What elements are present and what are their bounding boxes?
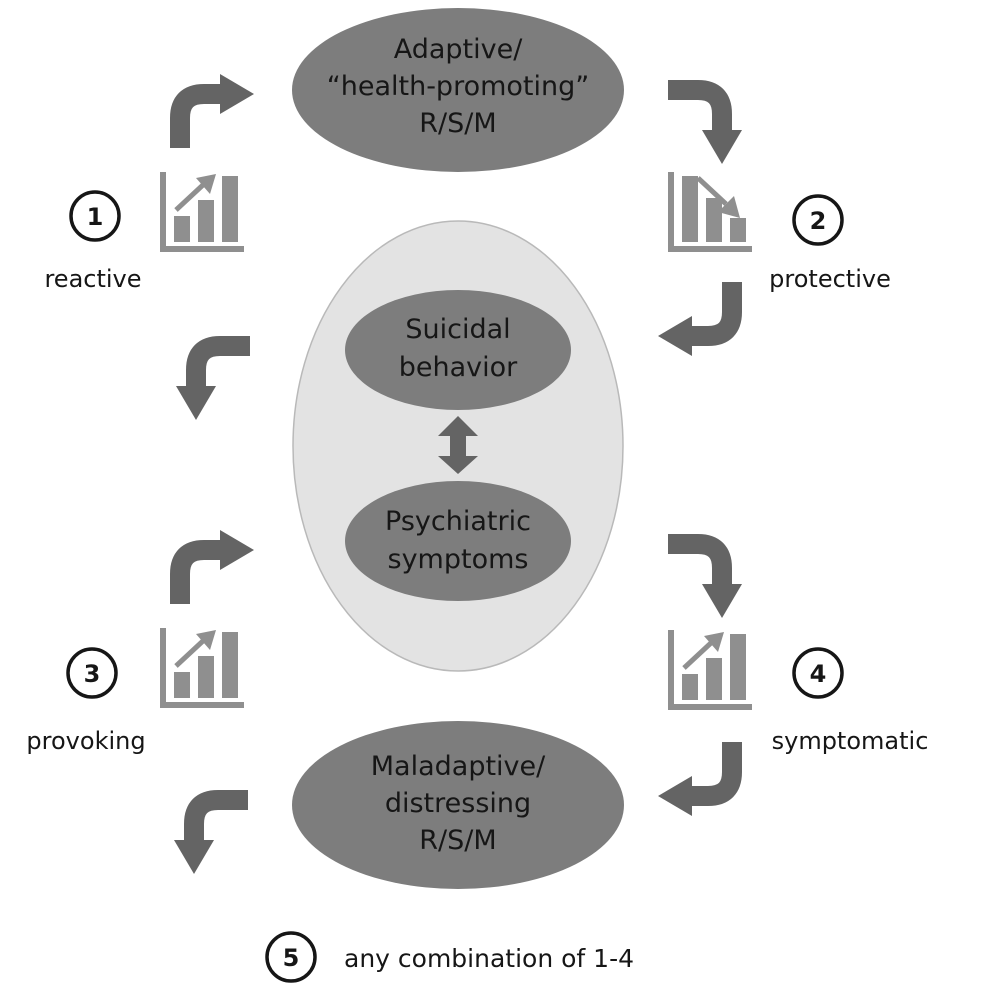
pathway-3-label: provoking: [26, 727, 145, 755]
top-ellipse-line-2: “health-promoting”: [327, 71, 590, 102]
pathway-4-number: 4: [810, 660, 827, 688]
bottom-ellipse-line-1: Maladaptive/: [371, 751, 546, 782]
suicidal-behavior-line-2: behavior: [399, 352, 518, 383]
bottom-ellipse-line-3: R/S/M: [419, 825, 496, 856]
footer-number: 5: [283, 944, 300, 972]
double-arrow-icon: [438, 416, 478, 474]
arrow-right-down-icon: [668, 544, 742, 618]
suicidal-behavior-ellipse: Suicidal behavior: [345, 290, 571, 410]
arrow-down-left-icon: [658, 742, 732, 816]
pathway-2-number: 2: [810, 207, 827, 235]
arrow-left-up-icon: [176, 346, 250, 420]
arrow-up-right-icon: [180, 530, 254, 604]
pathway-1-label: reactive: [44, 265, 141, 293]
arrow-down-left-icon: [658, 282, 732, 356]
suicidal-behavior-line-1: Suicidal: [405, 314, 510, 345]
chart-rising-icon: [668, 630, 752, 710]
arrow-right-down-icon: [668, 90, 742, 164]
bottom-ellipse: Maladaptive/ distressing R/S/M: [292, 721, 624, 889]
psychiatric-symptoms-ellipse: Psychiatric symptoms: [345, 481, 571, 601]
psychiatric-symptoms-line-2: symptoms: [388, 544, 529, 575]
bottom-ellipse-line-2: distressing: [385, 788, 531, 819]
pathway-4-number-badge: 4: [792, 647, 844, 699]
footer-text: any combination of 1-4: [344, 944, 634, 973]
chart-rising-icon: [160, 628, 244, 708]
pathway-3-number: 3: [84, 660, 101, 688]
top-ellipse-line-3: R/S/M: [419, 108, 496, 139]
psychiatric-symptoms-line-1: Psychiatric: [385, 506, 531, 537]
pathway-1-number: 1: [87, 203, 104, 231]
pathway-2-label: protective: [769, 265, 891, 293]
pathway-3-number-badge: 3: [66, 647, 118, 699]
pathway-2-number-badge: 2: [792, 194, 844, 246]
top-ellipse-line-1: Adaptive/: [394, 34, 523, 65]
arrow-up-right-icon: [180, 74, 254, 148]
pathway-4-label: symptomatic: [772, 727, 929, 755]
chart-rising-icon: [160, 172, 244, 252]
top-ellipse: Adaptive/ “health-promoting” R/S/M: [292, 8, 624, 172]
pathway-1-number-badge: 1: [69, 190, 121, 242]
arrow-left-up-icon: [174, 800, 248, 874]
chart-falling-icon: [668, 172, 752, 252]
footer-number-badge: 5: [265, 931, 317, 983]
